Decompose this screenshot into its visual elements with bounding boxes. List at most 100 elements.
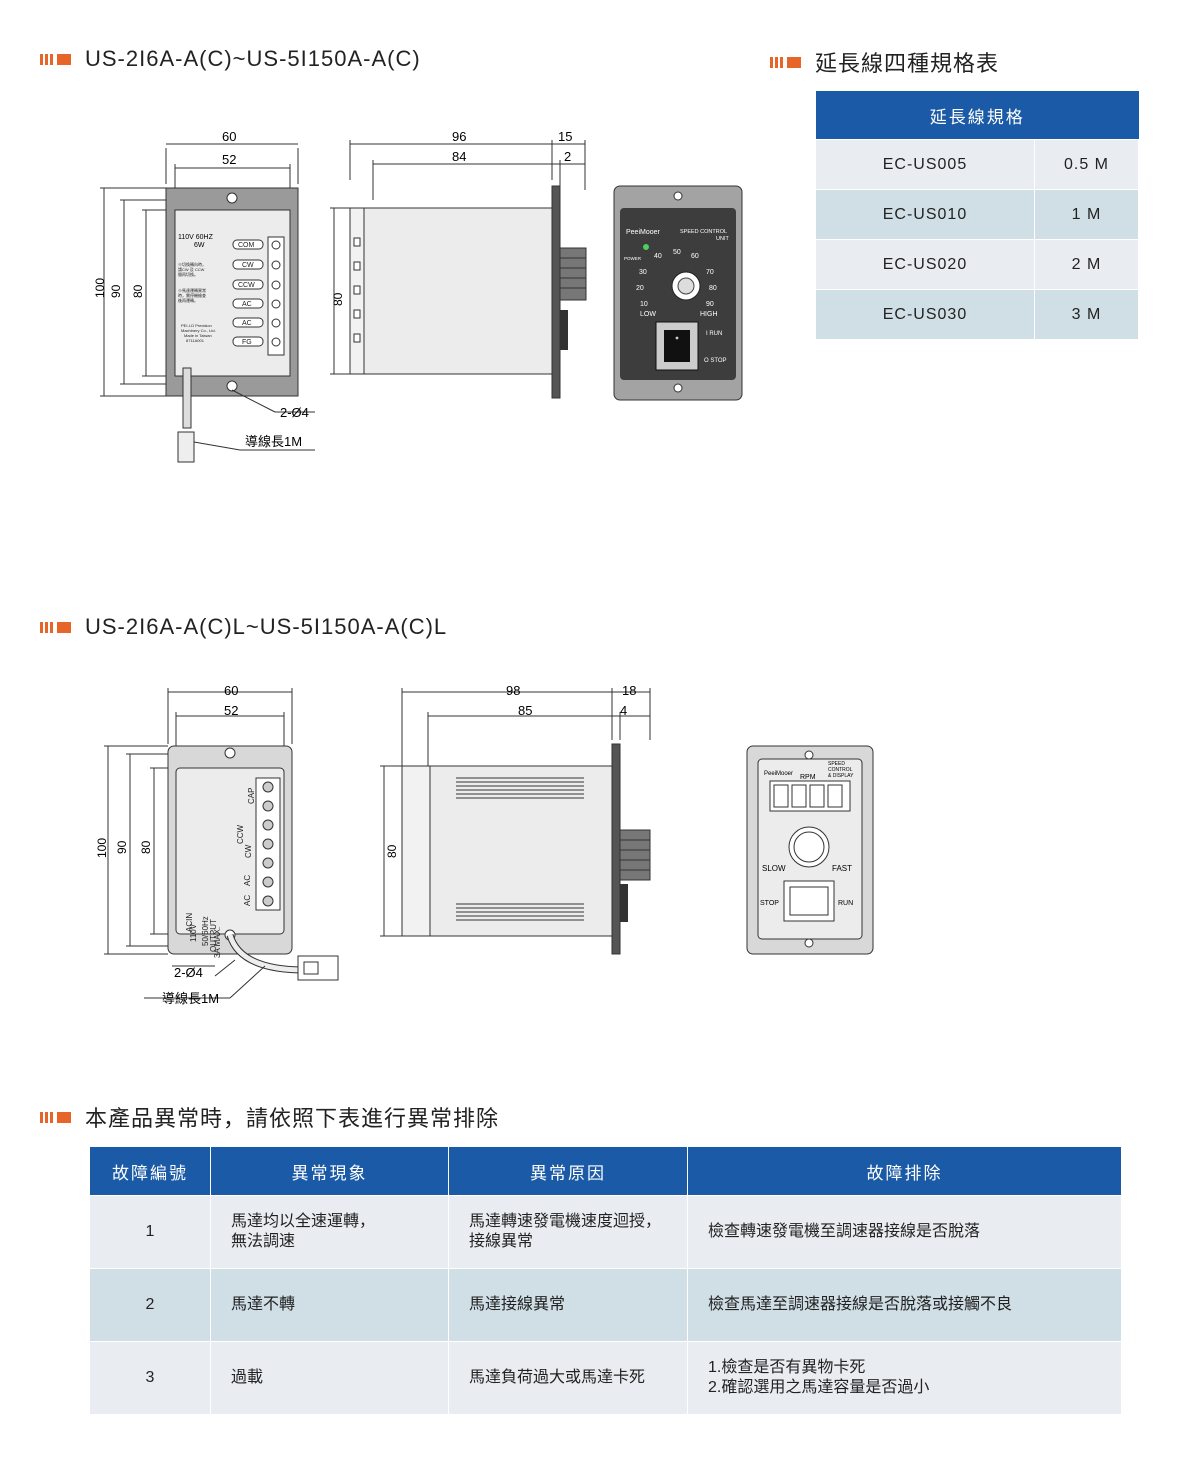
svg-text:RUN: RUN: [838, 900, 853, 907]
svg-text:80: 80: [331, 292, 345, 306]
svg-text:OUTPUT: OUTPUT: [209, 919, 218, 952]
svg-text:70: 70: [706, 269, 714, 276]
svg-text:90: 90: [109, 284, 123, 298]
svg-text:AC: AC: [243, 895, 252, 906]
drawing1-front-view: 110V 60HZ 6W COM CW CCW AC AC FG ※切換轉向時，…: [93, 129, 315, 463]
svg-text:4: 4: [620, 703, 627, 718]
svg-text:COM: COM: [238, 242, 255, 249]
svg-text:SPEED: SPEED: [828, 761, 845, 767]
svg-text:導線長1M: 導線長1M: [245, 434, 302, 449]
svg-text:AC: AC: [242, 301, 252, 308]
svg-text:CW: CW: [242, 262, 254, 269]
svg-text:85: 85: [518, 703, 532, 718]
svg-text:STOP: STOP: [760, 900, 779, 907]
svg-text:CCW: CCW: [238, 282, 255, 289]
svg-text:Made in Taiwan: Made in Taiwan: [184, 333, 212, 338]
svg-text:HIGH: HIGH: [700, 311, 718, 318]
svg-text:50/60Hz: 50/60Hz: [201, 916, 210, 946]
drawing2-front-view: CAP CCW CW AC AC ACIN 110V 50/60Hz OUTPU…: [95, 683, 339, 1006]
section-marker-icon: [770, 56, 801, 68]
section-marker-icon: [40, 1111, 71, 1123]
svg-text:※馬達運轉異常: ※馬達運轉異常: [178, 287, 206, 293]
svg-text:52: 52: [224, 703, 238, 718]
svg-text:8711A001: 8711A001: [186, 338, 205, 343]
svg-text:導線長1M: 導線長1M: [162, 991, 219, 1006]
drawing2-side-view: 98 85 18 4 80: [380, 683, 651, 955]
svg-text:110V 60HZ: 110V 60HZ: [178, 234, 214, 241]
col-header-no: 故障編號: [90, 1147, 211, 1196]
svg-text:10: 10: [640, 301, 648, 308]
svg-text:SLOW: SLOW: [762, 864, 786, 873]
svg-text:SPEED CONTROL: SPEED CONTROL: [680, 229, 727, 235]
spec-table-title: 延長線四種規格表: [770, 46, 999, 78]
svg-text:80: 80: [709, 285, 717, 292]
svg-text:Machinery Co., Ltd.: Machinery Co., Ltd.: [181, 328, 216, 333]
col-header-fix: 故障排除: [687, 1147, 1122, 1196]
svg-text:80: 80: [139, 840, 153, 854]
svg-text:18: 18: [622, 683, 636, 698]
svg-text:RPM: RPM: [800, 774, 816, 781]
svg-text:30: 30: [639, 269, 647, 276]
svg-text:UNIT: UNIT: [716, 236, 729, 242]
svg-text:100: 100: [93, 278, 107, 298]
svg-text:96: 96: [452, 129, 466, 144]
svg-text:80: 80: [131, 284, 145, 298]
drawing1-panel-view: PeeiMooer SPEED CONTROL UNIT POWER 1020 …: [613, 185, 743, 401]
svg-text:& DISPLAY: & DISPLAY: [828, 773, 854, 779]
svg-text:ACIN: ACIN: [185, 913, 194, 932]
svg-text:PeeiMooer: PeeiMooer: [626, 229, 661, 236]
svg-text:PEI-I-D Precision: PEI-I-D Precision: [181, 323, 212, 328]
svg-text:90: 90: [115, 840, 129, 854]
spec-table-header: 延長線規格: [816, 91, 1139, 140]
svg-text:52: 52: [222, 152, 236, 167]
troubleshooting-table: 故障編號 異常現象 異常原因 故障排除 1 馬達均以全速運轉，無法調速 馬達轉速…: [90, 1147, 1122, 1414]
svg-text:POWER: POWER: [624, 256, 642, 261]
section-marker-icon: [40, 621, 71, 633]
svg-text:60: 60: [224, 683, 238, 698]
svg-text:90: 90: [706, 301, 714, 308]
section3-title: 本產品異常時，請依照下表進行異常排除: [40, 1101, 499, 1133]
svg-text:CW: CW: [244, 844, 253, 858]
col-header-cause: 異常原因: [448, 1147, 688, 1196]
svg-text:時，需停機檢查: 時，需停機檢查: [178, 292, 206, 298]
svg-text:100: 100: [95, 838, 109, 858]
svg-text:FG: FG: [242, 339, 252, 346]
svg-text:84: 84: [452, 149, 466, 164]
svg-text:6W: 6W: [194, 242, 205, 249]
svg-text:I RUN: I RUN: [706, 331, 722, 337]
svg-text:2-Ø4: 2-Ø4: [174, 965, 203, 980]
table-row: 1 馬達均以全速運轉，無法調速 馬達轉速發電機速度迴授，接線異常 檢查轉速發電機…: [90, 1195, 1122, 1269]
drawing2-panel-view: PeeiMooer RPM SPEED CONTROL & DISPLAY SL…: [746, 745, 874, 955]
drawing1-side-view: 96 84 15 2 80: [330, 129, 587, 399]
svg-text:O STOP: O STOP: [704, 358, 727, 364]
svg-text:AC: AC: [243, 875, 252, 886]
svg-text:3A MAX.: 3A MAX.: [213, 927, 222, 958]
svg-text:15: 15: [558, 129, 572, 144]
svg-text:2-Ø4: 2-Ø4: [280, 405, 309, 420]
svg-text:CCW: CCW: [236, 824, 245, 844]
section1-title: US-2I6A-A(C)~US-5I150A-A(C): [40, 46, 421, 72]
svg-text:60: 60: [691, 253, 699, 260]
svg-text:98: 98: [506, 683, 520, 698]
table-row: 2 馬達不轉 馬達接線異常 檢查馬達至調速器接線是否脫落或接觸不良: [90, 1268, 1122, 1342]
svg-text:PeeiMooer: PeeiMooer: [764, 771, 793, 777]
svg-text:※切換轉向時，: ※切換轉向時，: [178, 261, 206, 267]
svg-text:20: 20: [636, 285, 644, 292]
section-marker-icon: [40, 53, 71, 65]
svg-text:2: 2: [564, 149, 571, 164]
svg-text:間再切換。: 間再切換。: [178, 271, 198, 277]
svg-text:AC: AC: [242, 320, 252, 327]
section2-title: US-2I6A-A(C)L~US-5I150A-A(C)L: [40, 614, 447, 640]
svg-text:CONTROL: CONTROL: [828, 767, 853, 773]
svg-text:110V: 110V: [189, 923, 198, 942]
svg-text:後再運轉。: 後再運轉。: [178, 297, 198, 303]
svg-text:CAP: CAP: [247, 788, 256, 804]
svg-text:40: 40: [654, 253, 662, 260]
svg-text:LOW: LOW: [640, 311, 656, 318]
svg-text:FAST: FAST: [832, 864, 852, 873]
svg-text:請CW 及 CCW: 請CW 及 CCW: [178, 266, 205, 272]
svg-text:60: 60: [222, 129, 236, 144]
